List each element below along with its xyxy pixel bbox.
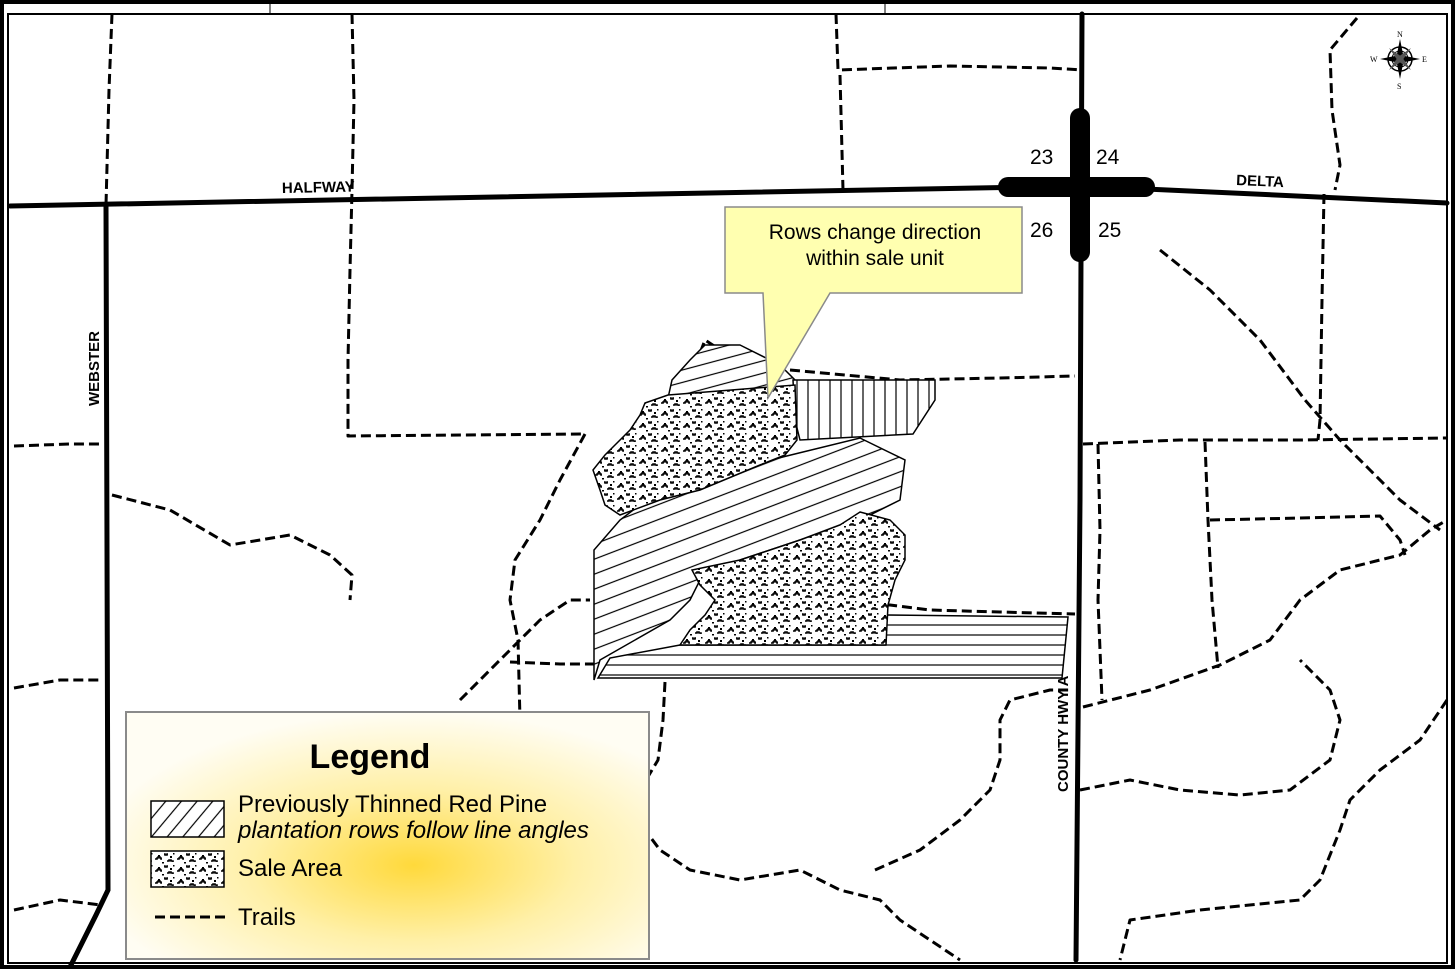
section-24: 24 [1096,146,1120,169]
road-label-delta: DELTA [1236,172,1285,191]
intersection-marker [998,108,1155,262]
sale-area-north [592,384,798,516]
thinned-stand-diagonal [593,437,906,681]
sale-areas [592,384,906,646]
trails [13,13,1449,962]
road-label-webster: WEBSTER [86,331,103,406]
legend-swatch-thinned [150,800,225,838]
section-23: 23 [1030,146,1053,169]
sale-area-south [678,511,906,646]
callout-text: Rows change direction within sale unit [727,220,1023,272]
thinned-stand-vertical [792,379,936,441]
road-halfway [7,183,1085,209]
section-25: 25 [1098,219,1121,242]
road-label-county-hwy-a: COUNTY HWY A [1055,675,1072,792]
svg-text:N: N [1397,30,1403,39]
road-webster [67,203,111,969]
callout-line-2: within sale unit [806,247,944,270]
legend-thinned-label: Previously Thinned Red Pine [238,791,548,818]
svg-text:S: S [1397,82,1401,91]
legend-trails-label: Trails [238,904,296,931]
section-26: 26 [1030,219,1053,242]
legend-sale-area-label: Sale Area [238,855,343,882]
legend-title: Legend [309,738,431,776]
thinned-stands [593,344,1069,681]
svg-text:W: W [1370,55,1378,64]
compass-rose-icon: N E S W [1370,30,1427,91]
road-label-halfway: HALFWAY [282,179,355,197]
svg-text:E: E [1422,55,1427,64]
legend: Legend Previously Thinned Red Pine plant… [128,712,648,958]
callout-box [724,206,1023,401]
callout-line-1: Rows change direction [768,221,982,244]
legend-thinned-sub: plantation rows follow line angles [238,817,589,844]
legend-swatch-sale-area [150,850,225,888]
